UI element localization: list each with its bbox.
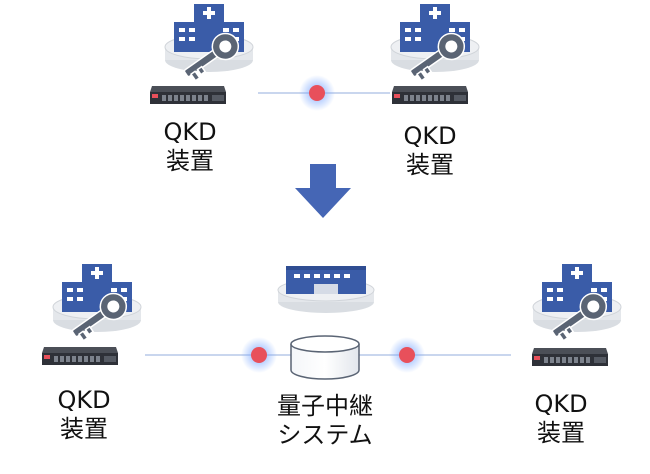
relay-system-line1: 量子中継 — [277, 392, 373, 420]
top-left-qkd-line2: 装置 — [166, 147, 214, 175]
relay-database-cylinder-icon — [290, 335, 360, 380]
bottom-right-qkd-label: QKD 装置 — [511, 390, 611, 448]
top-right-qkd-line2: 装置 — [406, 151, 454, 179]
bottom-left-qkd-line1: QKD — [57, 386, 111, 414]
relay-system-line2: システム — [277, 421, 373, 449]
bottom-right-qkd-line1: QKD — [534, 390, 588, 418]
top-left-rack-server-icon — [148, 84, 228, 106]
relay-system-label: 量子中継 システム — [245, 392, 405, 450]
top-right-qkd-line1: QKD — [403, 122, 457, 150]
bottom-left-rack-server-icon — [40, 345, 120, 367]
top-left-qkd-line1: QKD — [163, 118, 217, 146]
top-right-hospital-key-icon — [390, 0, 480, 85]
bottom-right-photon-dot — [387, 335, 427, 375]
down-arrow-icon — [295, 164, 351, 218]
bottom-left-qkd-label: QKD 装置 — [34, 386, 134, 444]
top-right-rack-server-icon — [390, 84, 470, 106]
top-left-qkd-label: QKD 装置 — [140, 118, 240, 176]
bottom-left-photon-dot — [239, 335, 279, 375]
bottom-right-qkd-line2: 装置 — [537, 419, 585, 447]
relay-station-icon — [277, 266, 375, 313]
top-right-qkd-label: QKD 装置 — [380, 122, 480, 180]
bottom-left-hospital-key-icon — [52, 260, 142, 345]
bottom-right-hospital-key-icon — [532, 260, 622, 345]
bottom-left-qkd-line2: 装置 — [60, 415, 108, 443]
top-left-hospital-key-icon — [164, 0, 254, 85]
bottom-right-rack-server-icon — [530, 346, 610, 368]
top-photon-dot — [297, 73, 337, 113]
